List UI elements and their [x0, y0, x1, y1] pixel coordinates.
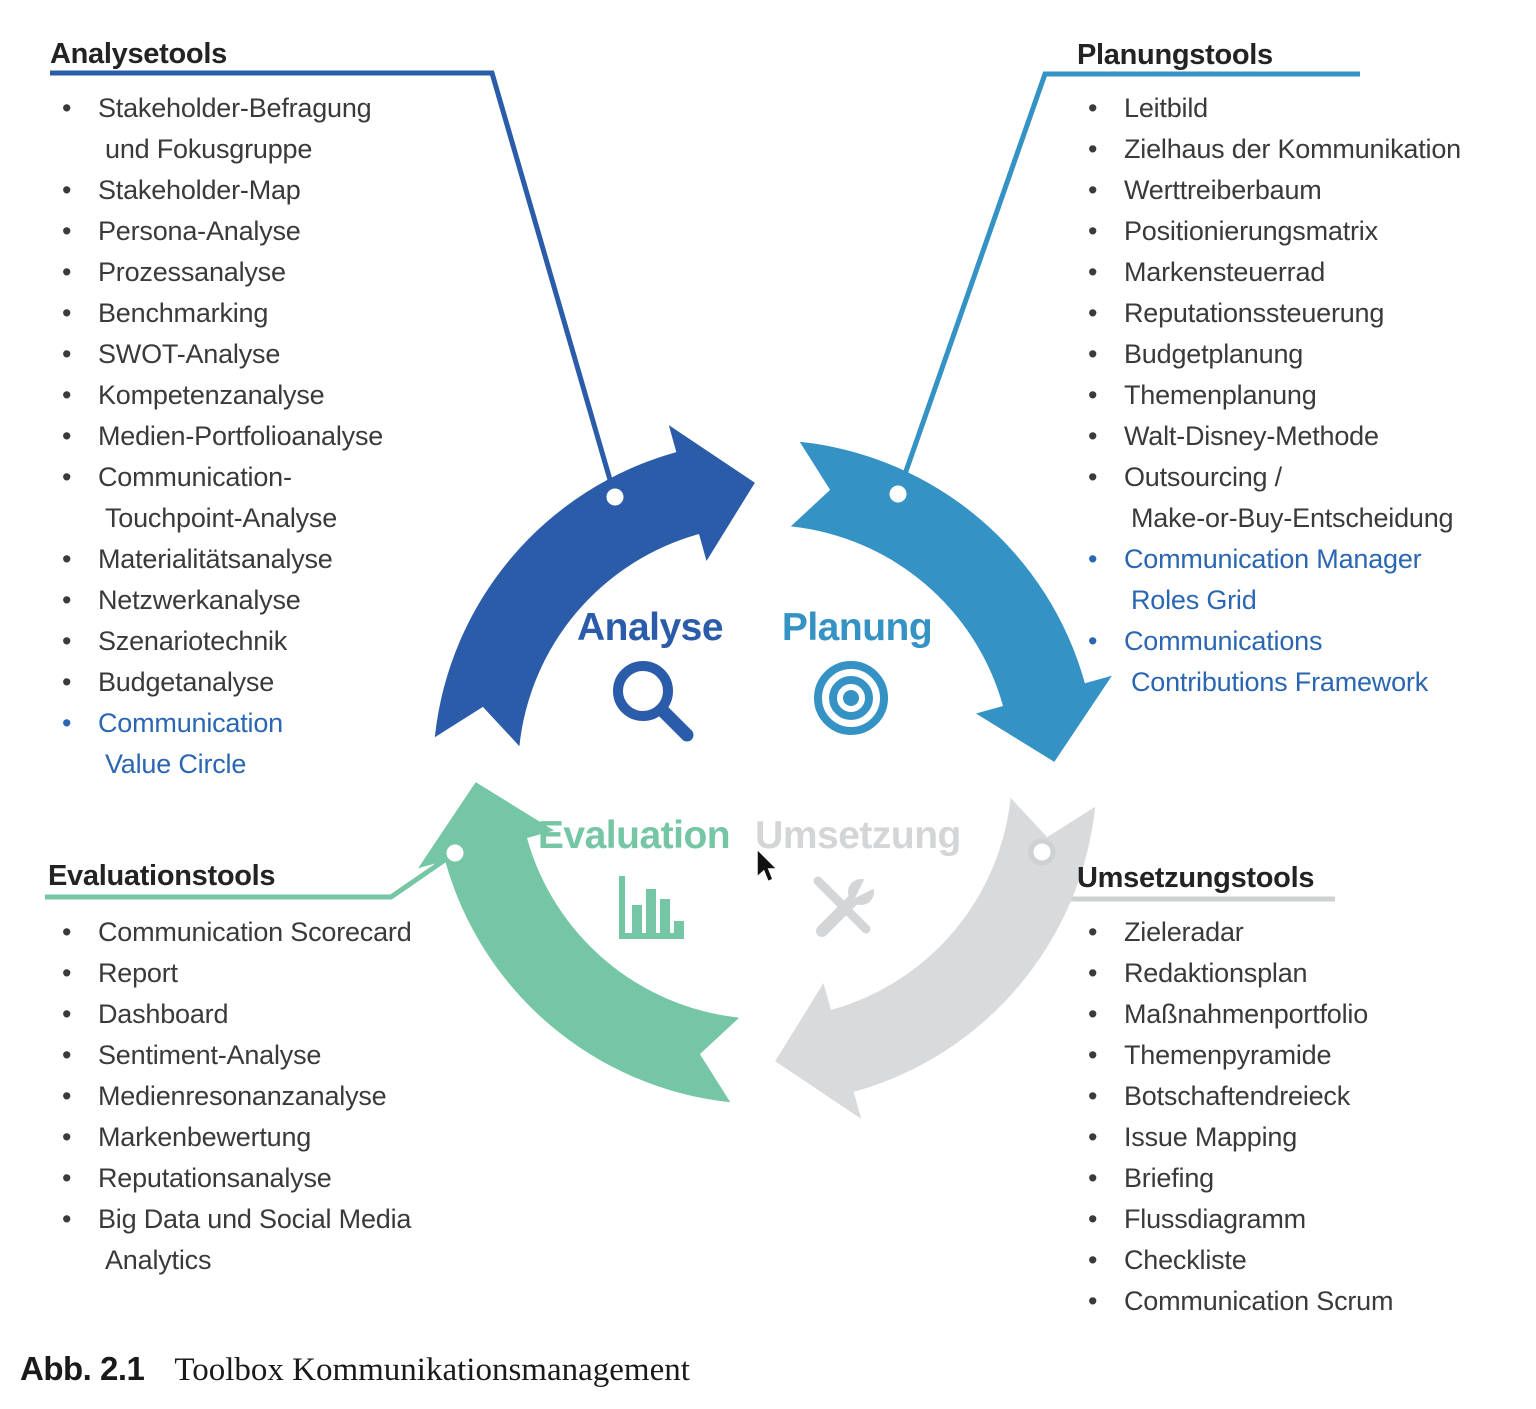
tool-item: Flussdiagramm	[1076, 1199, 1393, 1240]
tool-item: Botschaftendreieck	[1076, 1076, 1393, 1117]
cycle-arrow-umsetzung	[775, 797, 1096, 1119]
evaluationstools-heading: Evaluationstools	[48, 860, 276, 892]
figure-caption-label: Abb. 2.1	[20, 1350, 145, 1387]
tool-item: Zieleradar	[1076, 912, 1393, 953]
tool-item: Medienresonanzanalyse	[50, 1076, 412, 1117]
tool-item: Dashboard	[50, 994, 412, 1035]
figure-caption: Abb. 2.1 Toolbox Kommunikationsmanagement	[20, 1350, 690, 1389]
tool-item: Markenbewertung	[50, 1117, 412, 1158]
cycle-arrow-analyse	[434, 425, 755, 747]
planung-connector-line	[895, 71, 1360, 495]
tool-item: Medien-Portfolioanalyse	[50, 416, 383, 457]
tool-item: SWOT-Analyse	[50, 334, 383, 375]
tool-item: Persona-Analyse	[50, 211, 383, 252]
evaluation-connector-line	[45, 850, 457, 900]
tool-item: Budgetplanung	[1076, 334, 1461, 375]
tool-item: Budgetanalyse	[50, 662, 383, 703]
tool-item: Walt-Disney-Methode	[1076, 416, 1461, 457]
tool-item: Themenplanung	[1076, 375, 1461, 416]
analysetools-heading: Analysetools	[50, 38, 227, 70]
tool-item: Briefing	[1076, 1158, 1393, 1199]
tool-item: Themenpyramide	[1076, 1035, 1393, 1076]
bar-chart-icon	[619, 876, 684, 939]
phase-label-evaluation: Evaluation	[537, 814, 731, 857]
tool-item: Markensteuerrad	[1076, 252, 1461, 293]
tool-item: Communication-Touchpoint-Analyse	[50, 457, 383, 539]
evaluationstools-list: Communication ScorecardReportDashboardSe…	[50, 912, 412, 1281]
tool-item: Redaktionsplan	[1076, 953, 1393, 994]
target-icon	[814, 661, 888, 735]
tool-item: Szenariotechnik	[50, 621, 383, 662]
planungstools-list: LeitbildZielhaus der KommunikationWerttr…	[1076, 88, 1461, 703]
analyse-connector-line	[50, 70, 618, 498]
planung-node	[884, 480, 912, 508]
magnifier-icon	[613, 661, 694, 742]
tool-item: Zielhaus der Kommunikation	[1076, 129, 1461, 170]
tool-item: Maßnahmenportfolio	[1076, 994, 1393, 1035]
evaluation-node	[441, 839, 469, 867]
figure-caption-title: Toolbox Kommunikationsmanagement	[174, 1352, 690, 1388]
tool-item: Prozessanalyse	[50, 252, 383, 293]
mouse-cursor-icon	[756, 847, 779, 883]
tool-item: Benchmarking	[50, 293, 383, 334]
cycle-arrow-planung	[790, 441, 1112, 762]
connector-nodes	[441, 480, 1056, 867]
tool-item: Netzwerkanalyse	[50, 580, 383, 621]
phase-label-planung: Planung	[781, 606, 933, 649]
tool-item: Checkliste	[1076, 1240, 1393, 1281]
tool-item: Leitbild	[1076, 88, 1461, 129]
phase-label-umsetzung: Umsetzung	[755, 814, 961, 857]
umsetzung-node	[1028, 838, 1056, 866]
phase-label-analyse: Analyse	[576, 606, 724, 649]
tool-item: Reputationsanalyse	[50, 1158, 412, 1199]
tool-item: Kompetenzanalyse	[50, 375, 383, 416]
tool-item: Stakeholder-Map	[50, 170, 383, 211]
tool-item: Materialitätsanalyse	[50, 539, 383, 580]
tools-icon	[813, 869, 884, 937]
tool-item: Positionierungsmatrix	[1076, 211, 1461, 252]
tool-item: Issue Mapping	[1076, 1117, 1393, 1158]
umsetzungstools-heading: Umsetzungstools	[1077, 862, 1315, 894]
tool-item: Sentiment-Analyse	[50, 1035, 412, 1076]
tool-item: Outsourcing /Make-or-Buy-Entscheidung	[1076, 457, 1461, 539]
tool-item: Reputationssteuerung	[1076, 293, 1461, 334]
planungstools-heading: Planungstools	[1077, 39, 1273, 71]
cycle-arrow-evaluation	[418, 782, 740, 1103]
analyse-node	[601, 483, 629, 511]
tool-item: Communication Scrum	[1076, 1281, 1393, 1322]
tool-item: Werttreiberbaum	[1076, 170, 1461, 211]
tool-item: Report	[50, 953, 412, 994]
tool-item: Communication Scorecard	[50, 912, 412, 953]
umsetzungstools-list: ZieleradarRedaktionsplanMaßnahmenportfol…	[1076, 912, 1393, 1322]
cycle-arrows	[418, 425, 1112, 1119]
